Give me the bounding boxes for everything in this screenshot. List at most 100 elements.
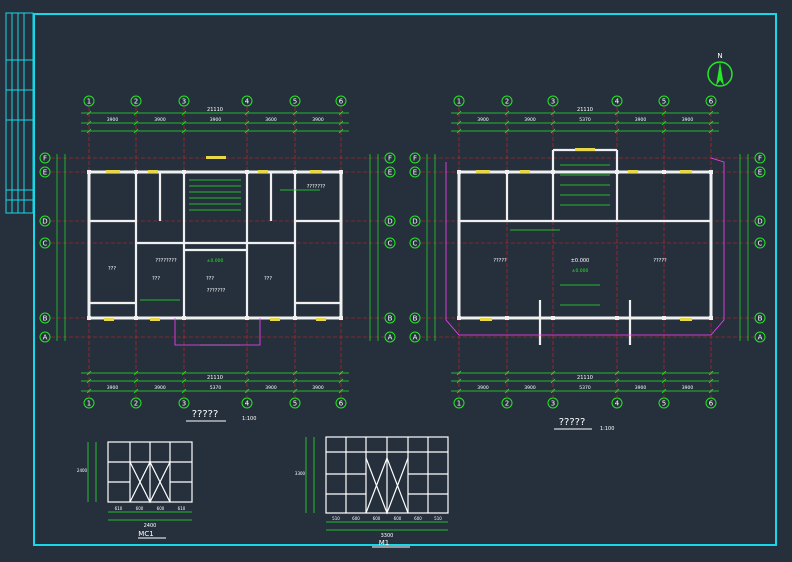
axis-bubble [130,95,142,107]
axis-bubble [409,312,421,324]
door-mc1-elevation [107,441,193,504]
axis-label: B [388,315,393,323]
column [457,170,461,174]
column [293,316,297,320]
hatch-accent [174,318,261,346]
room-label: ??????? [307,184,326,190]
dimension-tick [244,110,250,116]
dimension-tick [338,120,344,126]
window-mark [480,318,492,321]
span-label-top: 3900 [210,117,222,123]
dimension-tick [181,370,187,376]
north-arrow: N [707,52,733,87]
door-m1-dims [305,437,448,531]
axis-label: 5 [293,98,297,106]
dimension-tick [181,128,187,134]
hatch-accent [445,157,725,336]
room-label: ???????? [155,258,177,264]
dimension-tick [504,378,510,384]
axis-label: 3 [182,98,186,106]
axis-label: 4 [245,400,250,408]
axis-bubble [39,215,51,227]
axis-label: 4 [615,98,620,106]
axis-bubble [83,397,95,409]
axis-bubble [409,166,421,178]
axis-label: 1 [87,400,91,408]
dimension-tick [244,120,250,126]
axis-bubble [289,95,301,107]
axis-label: E [413,169,417,177]
window-mark [206,156,226,159]
dimension-tick [614,120,620,126]
span-label-top: 3900 [154,117,166,123]
axis-label: B [43,315,48,323]
axis-bubble [501,397,513,409]
level-label: ±0.000 [207,258,224,264]
door-m1-elevation [325,436,449,515]
dimension-tick [614,110,620,116]
dimension-tick [550,370,556,376]
dimension-tick [181,378,187,384]
door-m1-part: 600 [373,516,381,521]
axis-bubble [453,95,465,107]
door-m1-width: 3300 [381,533,394,539]
dimension-tick [338,388,344,394]
span-label-bottom: 5370 [579,385,591,391]
axis-label: C [388,240,393,248]
dimension-tick [456,370,462,376]
dimension-tick [661,120,667,126]
axis-label: D [42,218,47,226]
axis-label: 6 [339,400,344,408]
span-label-top: 3900 [682,117,694,123]
axis-bubble [39,166,51,178]
dimension-tick [244,370,250,376]
span-label-bottom: 3900 [682,385,694,391]
column [87,316,91,320]
span-label-top: 3900 [312,117,324,123]
dimension-tick [504,388,510,394]
room-label: ??????? [207,288,226,294]
overall-dimension-top: 21110 [577,107,593,113]
door-m1-height: 3300 [295,471,306,476]
axis-label: 3 [182,400,186,408]
axis-bubble [754,312,766,324]
axis-label: F [43,155,47,163]
drawing-frame [33,13,777,546]
axis-label: 1 [457,400,461,408]
door-mc1-label: MC1 [138,530,153,538]
axis-bubble [409,152,421,164]
dimension-tick [181,110,187,116]
window-mark [575,148,595,151]
column [182,316,186,320]
plan-right-scale: 1:100 [600,426,614,432]
span-label-bottom: 3900 [312,385,324,391]
dimension-tick [86,378,92,384]
axis-label: 2 [505,98,509,106]
axis-label: F [758,155,762,163]
column [709,170,713,174]
span-label-bottom: 3900 [154,385,166,391]
axis-label: D [412,218,417,226]
column [662,170,666,174]
column [134,170,138,174]
column [551,316,555,320]
dimension-tick [86,388,92,394]
exterior-wall [457,170,713,320]
axis-label: 5 [662,400,666,408]
dimension-tick [244,388,250,394]
axis-bubble [384,312,396,324]
column [339,170,343,174]
plan-left-title: ????? [192,409,219,420]
axis-bubble [39,331,51,343]
dimension-tick [133,110,139,116]
axis-label: E [43,169,47,177]
axis-bubble [289,397,301,409]
door-m1-label: M1 [379,539,390,547]
window-mark [476,170,490,173]
axis-label: 6 [709,98,714,106]
axis-bubble [178,95,190,107]
axis-bubble [754,331,766,343]
axis-bubble [241,397,253,409]
column [245,316,249,320]
